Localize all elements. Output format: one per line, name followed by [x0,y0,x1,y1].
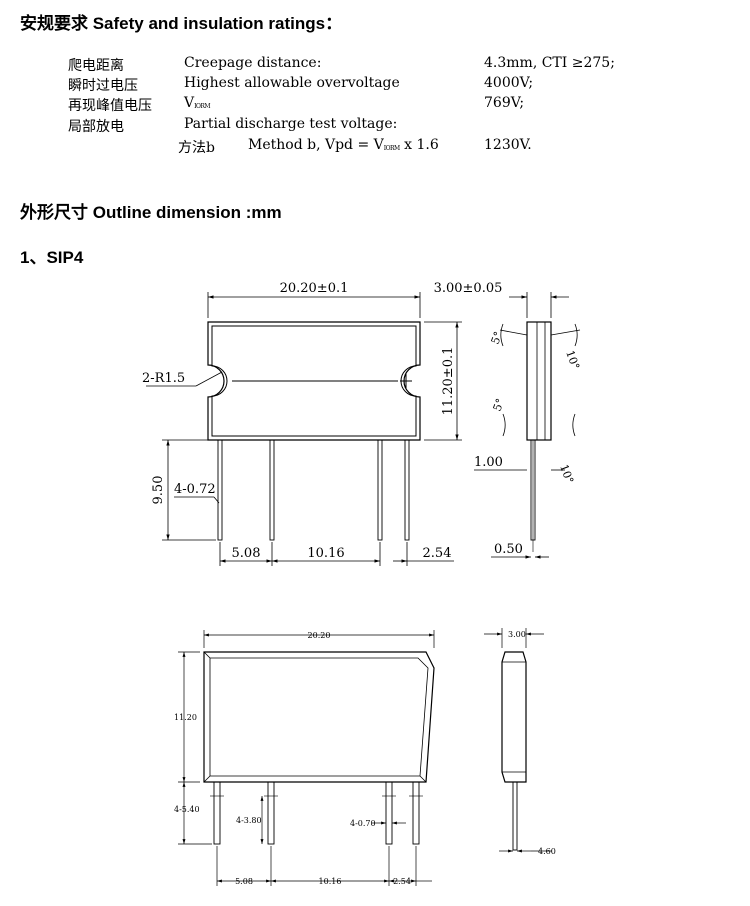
method-en: Method b, Vpd = VIORM x 1.6 [248,137,439,153]
rating-cn-creepage: 爬电距离 [68,58,124,74]
d2-pitch1-label: 5.08 [235,877,253,886]
method-value: 1230V. [484,137,532,153]
d2-height-label: 11.20 [174,713,197,722]
d2-pin-length-label: 4-5.40 [174,805,200,814]
d1-width-label: 20.20±0.1 [280,281,349,296]
method-cn: 方法b [178,140,215,156]
d1-pitch3-label: 2.54 [423,546,452,561]
d1-pins-label: 4-0.72 [174,482,216,497]
rating-cn-overvoltage: 瞬时过电压 [68,78,138,94]
d2-pinA-label: 4-3.80 [236,816,262,825]
rating-value-creepage: 4.3mm, CTI ≥275; [484,55,615,71]
d1-angle4-label: 10° [557,463,576,486]
outline-heading: 外形尺寸 Outline dimension :mm [20,203,282,222]
d1-side-t1-label: 1.00 [474,455,503,470]
rating-cn-discharge: 局部放电 [68,119,124,135]
rating-en-peak: VIORM [184,95,211,111]
d1-pitch1-label: 5.08 [232,546,261,561]
drawing1-side [474,292,581,559]
d1-pitch2-label: 10.16 [307,546,344,561]
d1-radius-label: 2-R1.5 [142,371,185,386]
d2-pitch3-label: 2.54 [393,877,411,886]
d2-thickness-label: 3.00 [508,630,526,639]
safety-heading: 安规要求 Safety and insulation ratings： [20,14,343,33]
drawing2-side [484,628,552,853]
rating-cn-peak: 再现峰值电压 [68,98,152,114]
d2-pitch2-label: 10.16 [319,877,342,886]
rating-en-overvoltage: Highest allowable overvoltage [184,75,400,91]
d1-angle2-label: 10° [563,349,582,372]
d1-thickness-label: 3.00±0.05 [434,281,503,296]
d2-lead-label: 4.60 [538,847,556,856]
d1-angle3-label: 5° [491,397,507,413]
rating-value-overvoltage: 4000V; [484,75,534,91]
d1-height-label: 11.20±0.1 [441,347,456,416]
d2-pinB-label: 4-0.70 [350,819,376,828]
rating-value-peak: 769V; [484,95,525,111]
drawing1-front [146,292,462,566]
d1-angle1-label: 5° [489,330,505,346]
rating-en-creepage: Creepage distance: [184,55,322,71]
drawing2-front [178,630,435,886]
sip4-heading: 1、SIP4 [20,248,84,267]
d1-pin-length-label: 9.50 [151,476,166,505]
d1-side-t2-label: 0.50 [494,542,523,557]
rating-en-discharge: Partial discharge test voltage: [184,116,398,132]
d2-width-label: 20.20 [308,631,331,640]
